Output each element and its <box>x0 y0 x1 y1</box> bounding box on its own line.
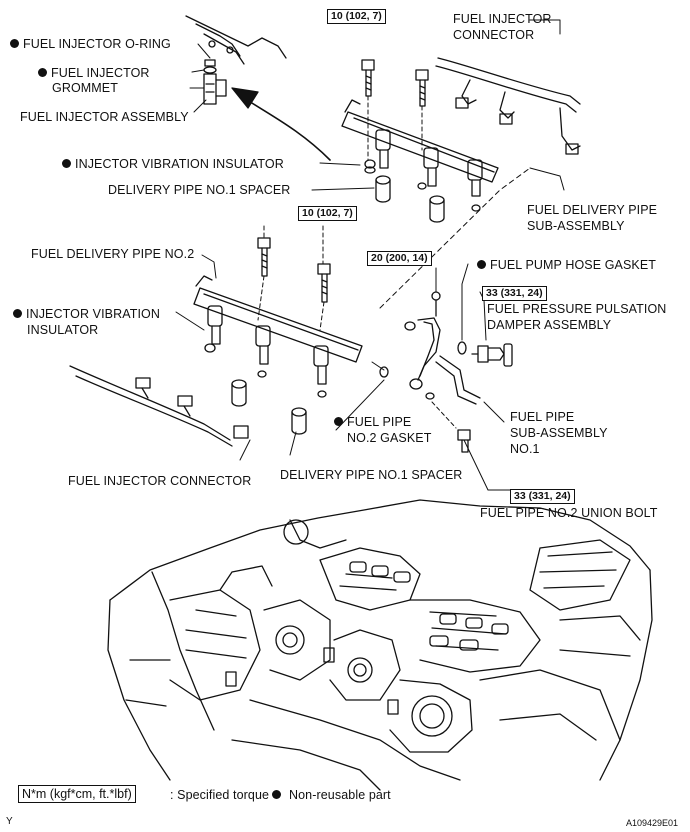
label-injector-vibration-insulator-top: INJECTOR VIBRATION INSULATOR <box>62 157 284 172</box>
label-fuel-injector-assembly: FUEL INJECTOR ASSEMBLY <box>20 110 189 124</box>
label-fuel-injector-connector-top-1: FUEL INJECTOR <box>453 12 552 26</box>
non-reusable-dot <box>477 260 486 269</box>
label-injector-vibration-insulator-left-2: INSULATOR <box>27 323 99 337</box>
legend-torque-desc: : Specified torque <box>170 788 270 802</box>
non-reusable-dot <box>272 790 281 799</box>
label-injector-vibration-insulator-left-1: INJECTOR VIBRATION <box>13 307 160 322</box>
non-reusable-dot <box>334 417 343 426</box>
fuel-delivery-pipe-no2 <box>193 275 363 385</box>
injector-connector-top <box>435 57 581 155</box>
fuel-pipe-no2-gasket <box>379 366 389 378</box>
torque-33-damper: 33 (331, 24) <box>482 286 547 301</box>
label-fuel-pipe-sub-2: SUB-ASSEMBLY <box>510 426 608 440</box>
label-fuel-injector-o-ring: FUEL INJECTOR O-RING <box>10 37 171 52</box>
spacer-bottom-2 <box>291 407 307 435</box>
non-reusable-dot <box>13 309 22 318</box>
label-fuel-pump-hose-gasket: FUEL PUMP HOSE GASKET <box>477 258 656 273</box>
non-reusable-dot <box>62 159 71 168</box>
bolt-top-right <box>415 69 429 107</box>
torque-33-union: 33 (331, 24) <box>510 489 575 504</box>
fuel-delivery-pipe-sub <box>341 99 499 197</box>
label-fuel-pipe-no2-gasket-1: FUEL PIPE <box>334 415 411 430</box>
label-fuel-injector-grommet-2: GROMMET <box>52 81 118 95</box>
corner-letter: Y <box>6 816 13 827</box>
spacer-top <box>375 175 481 223</box>
label-fuel-delivery-pipe-no2: FUEL DELIVERY PIPE NO.2 <box>31 247 195 261</box>
figure-code: A109429E01 <box>626 818 679 828</box>
insulator-left <box>204 343 216 353</box>
injector-connector-bottom <box>69 365 249 447</box>
label-delivery-pipe-spacer-top: DELIVERY PIPE NO.1 SPACER <box>108 183 291 197</box>
spacer-bottom-1 <box>231 370 267 407</box>
label-fuel-delivery-pipe-sub-2: SUB-ASSEMBLY <box>527 219 625 233</box>
non-reusable-dot <box>10 39 19 48</box>
label-fuel-delivery-pipe-sub-1: FUEL DELIVERY PIPE <box>527 203 658 217</box>
label-fuel-pipe-union-bolt: FUEL PIPE NO.2 UNION BOLT <box>480 506 658 520</box>
label-fuel-pipe-sub-1: FUEL PIPE <box>510 410 575 424</box>
label-fuel-pipe-sub-3: NO.1 <box>510 442 540 456</box>
torque-mid: 10 (102, 7) <box>298 206 357 221</box>
bolt-mid-left <box>257 237 271 277</box>
fuel-pump-hose-gasket <box>457 341 467 355</box>
legend-non-reusable: Non-reusable part <box>272 788 391 803</box>
label-delivery-pipe-spacer-bottom: DELIVERY PIPE NO.1 SPACER <box>280 468 463 482</box>
engine-block <box>107 499 653 791</box>
torque-top: 10 (102, 7) <box>327 9 386 24</box>
bolt-mid-right <box>317 263 331 303</box>
label-pulsation-damper-1: FUEL PRESSURE PULSATION <box>487 302 667 316</box>
label-fuel-injector-connector-top-2: CONNECTOR <box>453 28 535 42</box>
label-fuel-injector-connector-bottom: FUEL INJECTOR CONNECTOR <box>68 474 252 488</box>
label-fuel-pipe-no2-gasket-2: NO.2 GASKET <box>347 431 432 445</box>
legend-torque-unit: N*m (kgf*cm, ft.*lbf) <box>18 785 136 803</box>
intake-fragment-top <box>185 15 287 65</box>
direction-arrow <box>243 97 331 161</box>
bolt-top-left <box>361 59 375 97</box>
insulator-top <box>364 159 376 174</box>
torque-20: 20 (200, 14) <box>367 251 432 266</box>
pulsation-damper <box>471 343 513 367</box>
label-pulsation-damper-2: DAMPER ASSEMBLY <box>487 318 612 332</box>
fuel-injector-top <box>203 59 227 105</box>
non-reusable-dot <box>38 68 47 77</box>
label-fuel-injector-grommet-1: FUEL INJECTOR <box>38 66 150 81</box>
fuel-pipe-sub-no1 <box>404 291 481 405</box>
